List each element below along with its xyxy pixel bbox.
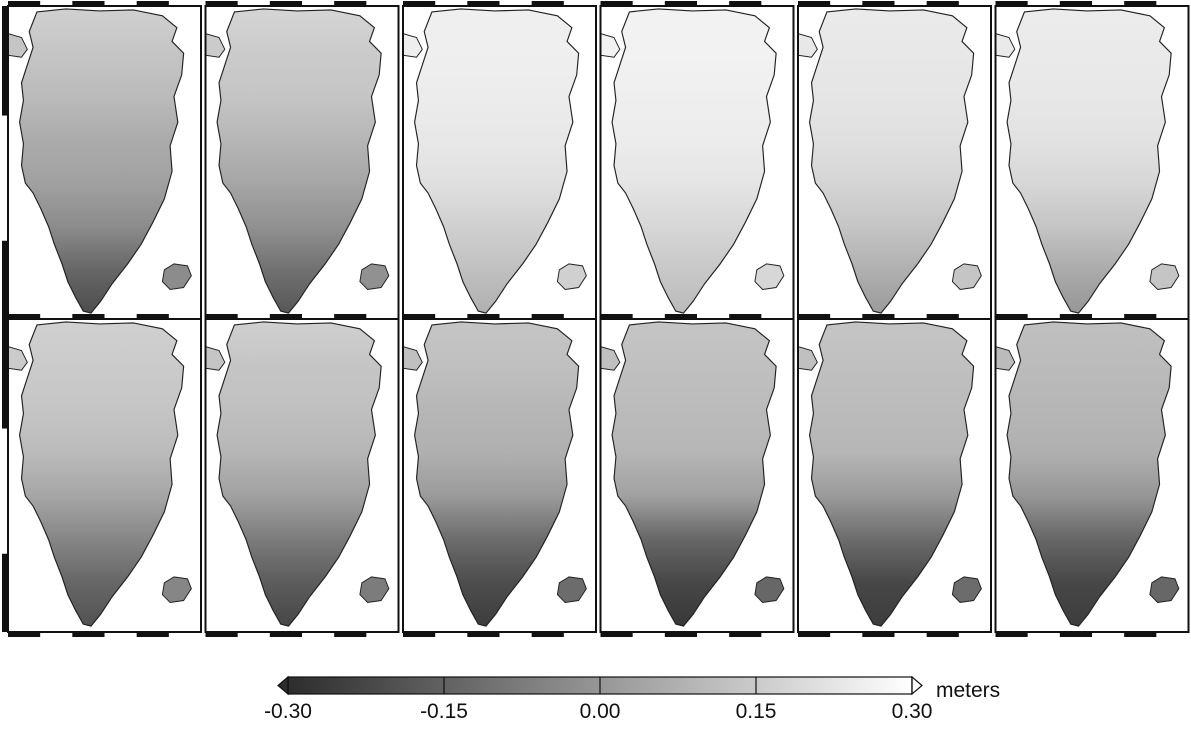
greenland-landmass	[1006, 8, 1172, 314]
iceland-landmass	[359, 576, 390, 604]
ellesmere-landmass	[403, 346, 423, 371]
ellesmere-landmass	[995, 346, 1016, 371]
colorbar: -0.30 -0.15 0.00 0.15 0.30 meters	[264, 675, 1000, 723]
iceland-landmass	[951, 263, 982, 291]
map-panel	[2, 1, 202, 320]
ellesmere-landmass	[205, 33, 226, 58]
map-panel	[797, 314, 992, 637]
colorbar-extend-high	[911, 675, 923, 696]
iceland-landmass	[1149, 263, 1180, 291]
ellesmere-landmass	[8, 33, 28, 58]
map-panel	[599, 1, 795, 320]
iceland-landmass	[359, 263, 390, 291]
map-panel	[994, 1, 1190, 320]
map-panel	[204, 314, 400, 637]
iceland-landmass	[556, 263, 587, 291]
iceland-landmass	[754, 576, 785, 604]
greenland-landmass	[413, 321, 580, 627]
greenland-landmass	[611, 321, 777, 627]
ellesmere-landmass	[8, 346, 28, 371]
colorbar-tick-label: 0.00	[580, 700, 621, 723]
ellesmere-landmass	[403, 33, 423, 58]
greenland-landmass	[216, 8, 382, 314]
ellesmere-landmass	[205, 346, 226, 371]
ellesmere-landmass	[600, 33, 621, 58]
greenland-landmass	[413, 8, 580, 314]
colorbar-ticks: -0.30 -0.15 0.00 0.15 0.30	[264, 677, 932, 723]
iceland-landmass	[556, 576, 587, 604]
map-panel	[797, 1, 992, 320]
colorbar-tick-label: -0.15	[420, 700, 468, 723]
map-panel	[204, 1, 400, 320]
ellesmere-landmass	[995, 33, 1016, 58]
greenland-landmass	[808, 8, 975, 314]
iceland-landmass	[161, 576, 192, 604]
greenland-landmass	[808, 321, 975, 627]
iceland-landmass	[754, 263, 785, 291]
map-panels-grid	[2, 1, 1190, 637]
colorbar-unit-label: meters	[936, 679, 1000, 702]
ellesmere-landmass	[600, 346, 621, 371]
colorbar-tick-label: 0.15	[736, 700, 777, 723]
iceland-landmass	[951, 576, 982, 604]
greenland-landmass	[1006, 321, 1172, 627]
colorbar-tick-label: -0.30	[264, 700, 312, 723]
greenland-landmass	[216, 321, 382, 627]
iceland-landmass	[161, 263, 192, 291]
greenland-landmass	[611, 8, 777, 314]
ellesmere-landmass	[798, 33, 818, 58]
map-panel	[599, 314, 795, 637]
map-panel	[402, 314, 597, 637]
ellesmere-landmass	[798, 346, 818, 371]
map-panel	[2, 314, 202, 637]
greenland-landmass	[18, 321, 185, 627]
map-panel	[994, 314, 1190, 637]
iceland-landmass	[1149, 576, 1180, 604]
colorbar-extend-low	[277, 675, 289, 696]
map-panel	[402, 1, 597, 320]
greenland-landmass	[18, 8, 185, 314]
colorbar-tick-label: 0.30	[892, 700, 933, 723]
